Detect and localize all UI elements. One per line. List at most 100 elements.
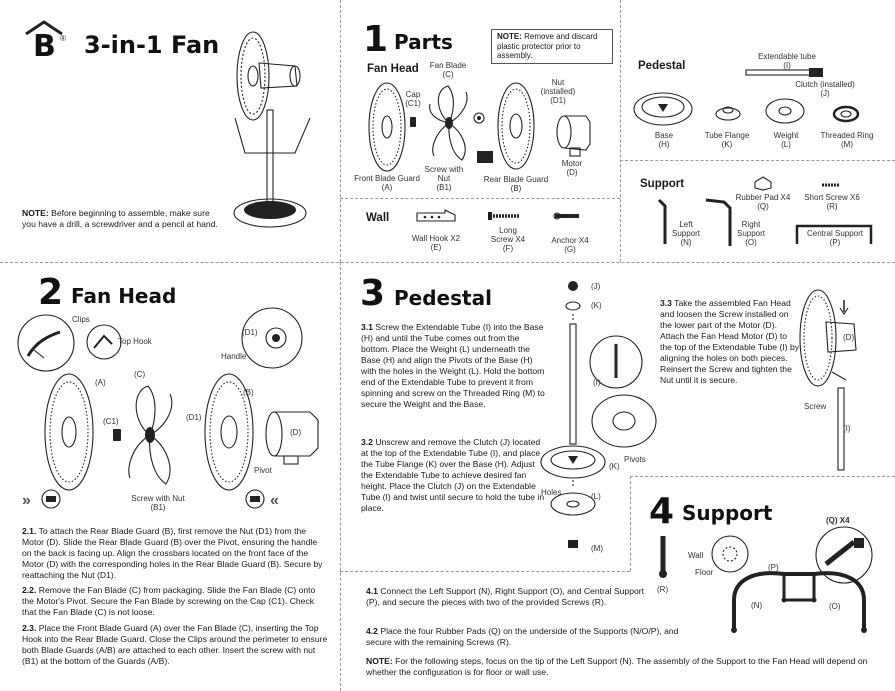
cap-assembly-icon xyxy=(113,429,121,441)
rubber-pad-name: Rubber Pad X4 xyxy=(735,193,791,202)
step-2-1-id: 2.1. xyxy=(22,526,37,536)
fan-on-stand-icon xyxy=(799,289,857,471)
support-note: NOTE: For the following steps, focus on … xyxy=(366,656,876,678)
cap-name: Cap xyxy=(405,90,421,99)
callout-j: (J) xyxy=(591,282,601,291)
callout-pivot: Pivot xyxy=(254,466,272,475)
callout-d1-second: (D1) xyxy=(186,413,202,422)
pedestal-assembly-icon xyxy=(540,281,657,548)
base-name: Base xyxy=(654,131,674,140)
callout-handle: Handle xyxy=(221,352,247,361)
callout-l: (L) xyxy=(591,492,601,501)
step-4-2-text: Place the four Rubber Pads (Q) on the un… xyxy=(366,626,679,647)
step-2-2-id: 2.2. xyxy=(22,585,37,595)
step-4-1: 4.1 Connect the Left Support (N), Right … xyxy=(366,586,656,608)
fan-illustration-icon xyxy=(233,31,311,228)
right-support-code: (O) xyxy=(745,238,757,248)
threaded-ring-code: (M) xyxy=(841,140,853,150)
central-support-name: Central Support xyxy=(806,229,864,238)
callout-r: (R) xyxy=(657,585,669,594)
parts-note-label: NOTE: xyxy=(497,32,522,41)
section-2-number: 2 xyxy=(38,272,64,313)
section-1-number: 1 xyxy=(363,19,389,60)
callout-k-second: (K) xyxy=(609,462,620,471)
divider-parts-wall xyxy=(340,198,620,199)
rubber-pad-icon xyxy=(754,176,772,191)
long-screw-code: (F) xyxy=(502,244,514,254)
threaded-ring-icon xyxy=(832,105,860,123)
tube-flange-code: (K) xyxy=(721,140,733,150)
front-guard-code: (A) xyxy=(381,183,393,193)
motor-name: Motor xyxy=(561,159,583,168)
weight-code: (L) xyxy=(781,140,791,150)
left-support-label: Left Support (N) xyxy=(668,220,704,248)
cap-icon xyxy=(410,117,416,127)
base-label: Base (H) xyxy=(644,131,684,149)
screw-nut-label: Screw with Nut (B1) xyxy=(422,165,466,193)
callout-c1: (C1) xyxy=(103,417,119,426)
support-parts-title: Support xyxy=(640,178,685,190)
anchor-label: Anchor X4 (G) xyxy=(546,236,594,254)
anchor-name: Anchor X4 xyxy=(551,236,589,245)
callout-wall: Wall xyxy=(688,551,704,560)
step-4-2: 4.2 Place the four Rubber Pads (Q) on th… xyxy=(366,626,696,648)
support-assembly-icon xyxy=(731,571,867,633)
ext-tube-icon xyxy=(745,68,823,77)
header-note: NOTE: Before beginning to assemble, make… xyxy=(22,208,222,230)
tube-flange-name: Tube Flange xyxy=(704,131,750,140)
callout-floor: Floor xyxy=(695,568,714,577)
front-guard-label: Front Blade Guard (A) xyxy=(350,174,424,192)
nut-installed-label: Nut (installed) (D1) xyxy=(538,78,578,106)
divider-pedestal-support xyxy=(620,160,895,161)
callout-a: (A) xyxy=(95,378,106,387)
clutch-label: Clutch (installed) (J) xyxy=(790,80,860,98)
callout-d1: (D1) xyxy=(242,328,258,337)
callout-i-pedestal: (I) xyxy=(843,424,851,433)
step-3-2: 3.2 Unscrew and remove the Clutch (J) lo… xyxy=(361,437,547,514)
step-2-3-text: Place the Front Blade Guard (A) over the… xyxy=(22,623,328,666)
header-note-text: Before beginning to assemble, make sure … xyxy=(22,208,218,229)
wall-hook-code: (E) xyxy=(430,243,442,253)
section-3-title: Pedestal xyxy=(394,286,492,310)
ext-tube-name: Extendable tube xyxy=(758,52,816,61)
motor-icon xyxy=(556,115,591,157)
callout-pivots: Pivots xyxy=(624,455,646,464)
step-3-2-text: Unscrew and remove the Clutch (J) locate… xyxy=(361,437,545,513)
screw-nut-detail-left-icon xyxy=(41,489,61,509)
pedestal-parts-title: Pedestal xyxy=(638,60,686,72)
step-2-3-id: 2.3. xyxy=(22,623,37,633)
step-2-1: 2.1. To attach the Rear Blade Guard (B),… xyxy=(22,526,328,581)
divider-horizontal-middle xyxy=(0,262,895,263)
left-support-code: (N) xyxy=(680,238,692,248)
callout-n: (N) xyxy=(751,601,763,610)
cap-label: Cap (C1) xyxy=(401,90,425,108)
header-note-label: NOTE: xyxy=(22,208,49,218)
right-support-icon xyxy=(705,198,732,246)
wall-hook-name: Wall Hook X2 xyxy=(411,234,461,243)
brand-logo: B ® xyxy=(22,20,72,64)
callout-holes: Holes xyxy=(541,488,562,497)
nut-installed-name: Nut (installed) xyxy=(540,78,576,97)
rear-guard-icon xyxy=(497,82,535,170)
clips-detail-icon xyxy=(17,314,75,372)
callout-q4: (Q) X4 xyxy=(826,516,850,525)
motor-label: Motor (D) xyxy=(554,159,590,177)
rubber-pad-detail-icon xyxy=(815,526,873,584)
front-guard-name: Front Blade Guard xyxy=(354,174,420,183)
callout-b: (B) xyxy=(243,388,254,397)
parts-note-text: Remove and discard plastic protector pri… xyxy=(497,32,598,61)
central-support-label: Central Support (P) xyxy=(800,229,870,247)
long-screw-label: Long Screw X4 (F) xyxy=(488,226,528,254)
threaded-ring-name: Threaded Ring xyxy=(820,131,874,140)
section-4-number: 4 xyxy=(649,491,675,532)
ext-tube-code: (I) xyxy=(783,61,791,71)
step-4-1-id: 4.1 xyxy=(366,586,378,596)
callout-screw-nut-code: (B1) xyxy=(150,503,166,513)
callout-screw: Screw xyxy=(804,402,827,411)
step-3-1: 3.1 Screw the Extendable Tube (I) into t… xyxy=(361,322,547,410)
support-note-text: For the following steps, focus on the ti… xyxy=(366,656,868,677)
rear-guard-code: (B) xyxy=(510,184,522,194)
logo-letter: B xyxy=(33,29,56,64)
callout-screw-nut: Screw with Nut (B1) xyxy=(118,494,198,512)
right-support-label: Right Support (O) xyxy=(734,220,768,248)
